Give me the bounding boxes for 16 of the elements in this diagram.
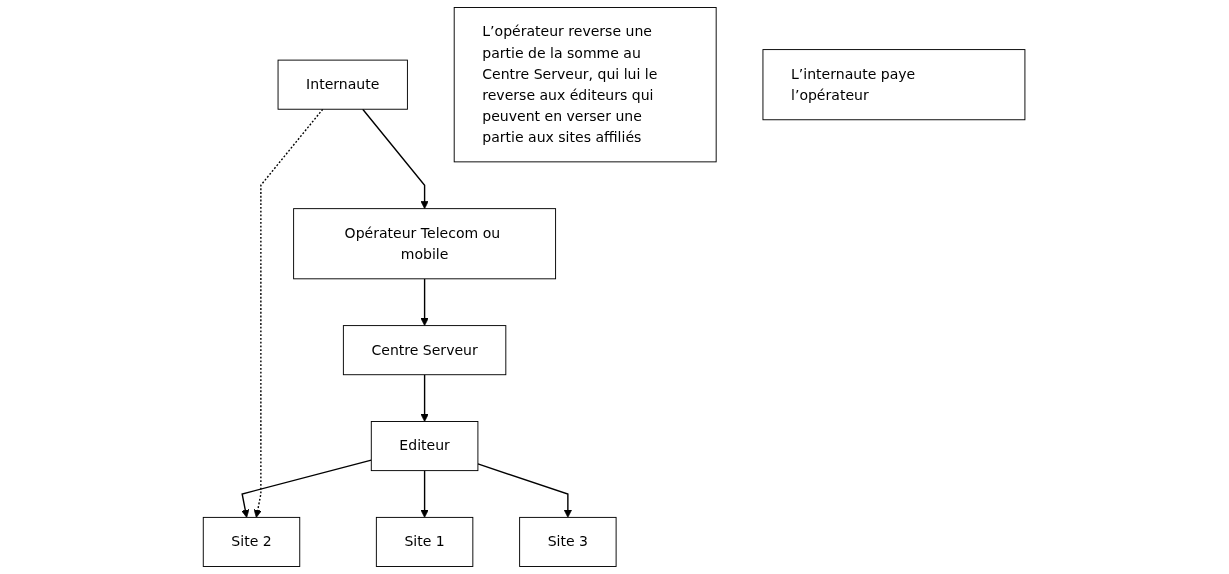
arrow: [477, 463, 573, 518]
arrow: [254, 108, 324, 518]
node-box: L’internaute paye l’opérateur: [762, 49, 1026, 121]
arrow: [362, 108, 430, 209]
node-box: Centre Serveur: [343, 325, 507, 376]
node-box: Internaute: [278, 59, 409, 110]
node-box: Editeur: [371, 421, 479, 472]
node-box: Opérateur Telecom ou mobile: [293, 208, 557, 280]
node-box: Site 3: [519, 516, 617, 567]
arrow: [420, 278, 430, 326]
arrow: [420, 374, 430, 422]
node-box: Site 2: [203, 516, 301, 567]
node-box: Site 1: [376, 516, 474, 567]
arrow: [241, 459, 373, 518]
arrow: [420, 469, 430, 518]
node-box: L’opérateur reverse une partie de la somme au Centre Serveur, qui lui le reverse aux éditeurs qui peuvent en verser une partie aux sites affiliés: [454, 7, 718, 163]
